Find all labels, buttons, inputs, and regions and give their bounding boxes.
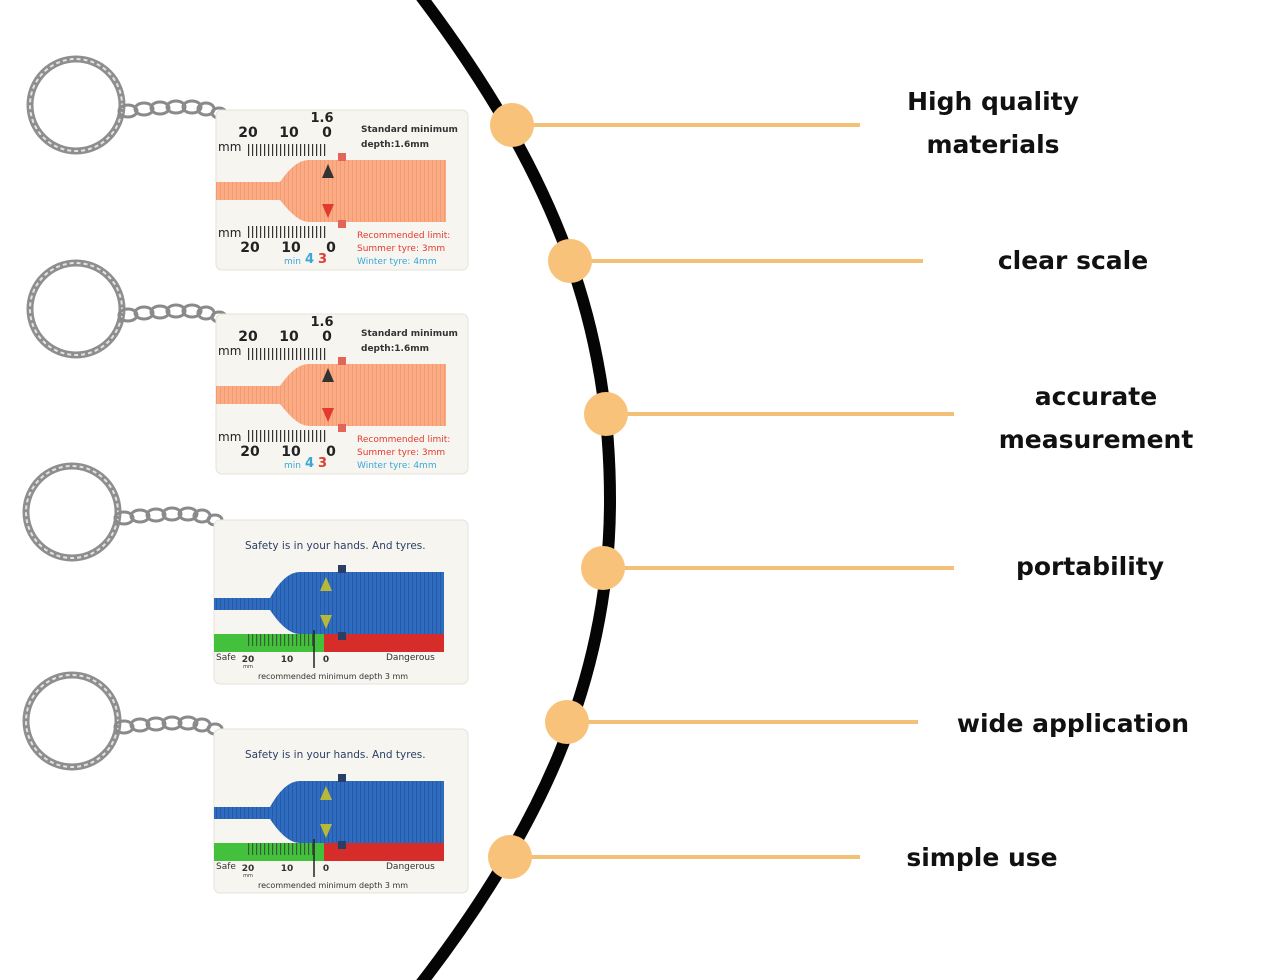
tick-label: 20 bbox=[240, 240, 260, 256]
timeline-dot-1 bbox=[490, 103, 534, 147]
min-4-label: 4 bbox=[305, 456, 314, 471]
feature-line: measurement bbox=[998, 425, 1194, 454]
feature-line: clear scale bbox=[997, 246, 1149, 275]
footer-label: recommended minimum depth 3 mm bbox=[258, 881, 408, 890]
unit-label: mm bbox=[218, 344, 241, 358]
winter-label: Winter tyre: 4mm bbox=[357, 461, 437, 471]
timeline-dot-5 bbox=[545, 700, 589, 744]
keyring-icon bbox=[26, 466, 233, 558]
blue-gauge-keychain-2: Safety is in your hands. And tyres. Safe… bbox=[26, 675, 469, 894]
orange-gauge-keychain-1: 1.6 20 10 0 mm Standard minimum depth:1.… bbox=[30, 59, 469, 271]
standard-depth-label: depth:1.6mm bbox=[361, 140, 429, 150]
tick-unit-label: mm bbox=[243, 664, 253, 670]
scale-ticks bbox=[247, 226, 327, 238]
slogan-label: Safety is in your hands. And tyres. bbox=[245, 749, 426, 761]
keyring-icon bbox=[30, 59, 237, 151]
recommended-label: Recommended limit: bbox=[357, 231, 450, 241]
scale-ticks bbox=[247, 430, 327, 442]
summer-label: Summer tyre: 3mm bbox=[357, 244, 445, 254]
feature-line: wide application bbox=[956, 709, 1190, 738]
winter-label: Winter tyre: 4mm bbox=[357, 257, 437, 267]
feature-line: materials bbox=[926, 130, 1060, 159]
timeline-dot-6 bbox=[488, 835, 532, 879]
tick-label: 10 bbox=[281, 655, 294, 665]
tick-label: 10 bbox=[281, 240, 301, 256]
min-3-label: 3 bbox=[318, 252, 327, 267]
min-3-label: 3 bbox=[318, 456, 327, 471]
blue-gauge-keychain-1: Safety is in your hands. And tyres. Safe… bbox=[26, 466, 469, 685]
feature-label-high-quality: High quality materials bbox=[893, 80, 1093, 166]
timeline-arc bbox=[416, 0, 617, 980]
tick-label: 10 bbox=[279, 329, 299, 345]
tick-label: 10 bbox=[281, 444, 301, 460]
tick-label: 0 bbox=[326, 444, 336, 460]
feature-line: High quality bbox=[907, 87, 1079, 116]
tick-label: 20 bbox=[240, 444, 260, 460]
tick-label: 20 bbox=[238, 329, 258, 345]
arrow-up-icon bbox=[322, 368, 334, 382]
tick-unit-label: mm bbox=[243, 873, 253, 879]
standard-depth-label: depth:1.6mm bbox=[361, 344, 429, 354]
feature-line: simple use bbox=[906, 843, 1058, 872]
tick-label: 20 bbox=[238, 125, 258, 141]
tick-label: 20 bbox=[242, 655, 255, 665]
keyring-icon bbox=[26, 675, 233, 767]
tick-label: 0 bbox=[322, 329, 332, 345]
timeline-dot-2 bbox=[548, 239, 592, 283]
dangerous-label: Dangerous bbox=[386, 653, 435, 663]
min-4-label: 4 bbox=[305, 252, 314, 267]
arrow-up-icon bbox=[320, 577, 332, 591]
marker-label: 1.6 bbox=[310, 111, 333, 126]
recommended-label: Recommended limit: bbox=[357, 435, 450, 445]
gauge-slider bbox=[216, 364, 446, 426]
gauge-slider bbox=[214, 572, 444, 634]
unit-label: mm bbox=[218, 430, 241, 444]
connector-lines bbox=[510, 123, 954, 859]
keyring-icon bbox=[30, 263, 237, 355]
tick-label: 0 bbox=[322, 125, 332, 141]
min-label: min bbox=[284, 461, 301, 471]
dangerous-label: Dangerous bbox=[386, 862, 435, 872]
arrow-down-icon bbox=[322, 204, 334, 218]
feature-label-portability: portability bbox=[990, 545, 1190, 588]
gauge-slider bbox=[214, 781, 444, 843]
scale-ticks bbox=[247, 144, 327, 156]
arrow-up-icon bbox=[320, 786, 332, 800]
footer-label: recommended minimum depth 3 mm bbox=[258, 672, 408, 681]
tick-label: 10 bbox=[279, 125, 299, 141]
tick-label: 0 bbox=[326, 240, 336, 256]
feature-label-wide-application: wide application bbox=[953, 702, 1193, 745]
feature-line: accurate bbox=[1034, 382, 1158, 411]
tick-label: 0 bbox=[323, 655, 329, 665]
feature-label-simple-use: simple use bbox=[882, 836, 1082, 879]
gauge-slider bbox=[216, 160, 446, 222]
tick-label: 20 bbox=[242, 864, 255, 874]
unit-label: mm bbox=[218, 226, 241, 240]
standard-label: Standard minimum bbox=[361, 329, 458, 339]
arrow-up-icon bbox=[322, 164, 334, 178]
slogan-label: Safety is in your hands. And tyres. bbox=[245, 540, 426, 552]
timeline-dot-4 bbox=[581, 546, 625, 590]
arrow-down-icon bbox=[322, 408, 334, 422]
safe-label: Safe bbox=[216, 862, 236, 872]
scale-ticks bbox=[247, 348, 327, 360]
unit-label: mm bbox=[218, 140, 241, 154]
feature-label-accurate-measurement: accurate measurement bbox=[986, 375, 1206, 461]
arrow-down-icon bbox=[320, 615, 332, 629]
feature-line: portability bbox=[1015, 552, 1165, 581]
summer-label: Summer tyre: 3mm bbox=[357, 448, 445, 458]
timeline-dot-3 bbox=[584, 392, 628, 436]
min-label: min bbox=[284, 257, 301, 267]
arrow-down-icon bbox=[320, 824, 332, 838]
tick-label: 10 bbox=[281, 864, 294, 874]
standard-label: Standard minimum bbox=[361, 125, 458, 135]
tick-label: 0 bbox=[323, 864, 329, 874]
safe-label: Safe bbox=[216, 653, 236, 663]
feature-label-clear-scale: clear scale bbox=[973, 239, 1173, 282]
timeline-dots bbox=[488, 103, 628, 879]
orange-gauge-keychain-2: 1.6 20 10 0 mm Standard minimum depth:1.… bbox=[30, 263, 469, 475]
marker-label: 1.6 bbox=[310, 315, 333, 330]
